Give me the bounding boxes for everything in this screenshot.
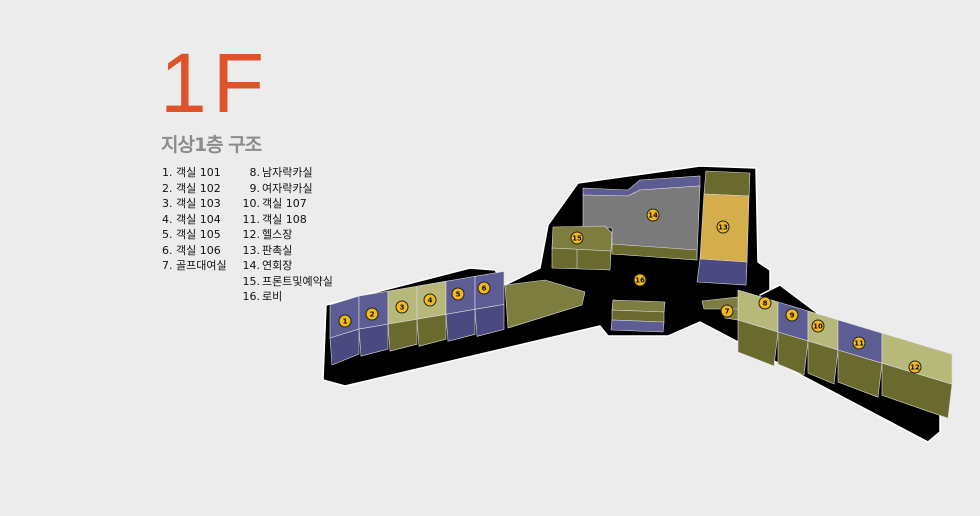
marker-circle bbox=[785, 308, 799, 322]
room-6-front bbox=[474, 304, 505, 337]
marker-circle bbox=[477, 281, 491, 295]
room-marker-10[interactable]: 10 bbox=[811, 319, 825, 333]
room-10-front bbox=[807, 340, 839, 385]
legend-item: 5. 객실 105 bbox=[162, 228, 221, 241]
marker-number: 3 bbox=[400, 304, 405, 312]
marker-number: 11 bbox=[854, 340, 864, 348]
room-marker-16[interactable]: 16 bbox=[633, 273, 647, 287]
room-marker-7[interactable]: 7 bbox=[720, 304, 734, 318]
marker-number: 4 bbox=[428, 297, 433, 305]
room-4-front bbox=[416, 313, 447, 347]
marker-number: 5 bbox=[456, 291, 461, 299]
room-marker-9[interactable]: 9 bbox=[785, 308, 799, 322]
legend-item: 2. 객실 102 bbox=[162, 181, 221, 195]
marker-number: 14 bbox=[648, 212, 658, 220]
room-marker-3[interactable]: 3 bbox=[395, 300, 409, 314]
legend-item: 4. 객실 104 bbox=[162, 212, 221, 226]
legend-item: 1. 객실 101 bbox=[162, 166, 221, 179]
room-14-front bbox=[611, 243, 698, 261]
marker-circle bbox=[395, 300, 409, 314]
marker-number: 1 bbox=[343, 318, 348, 326]
room-marker-8[interactable]: 8 bbox=[758, 296, 772, 310]
legend-column-1: 1. 객실 101 2. 객실 102 3. 객실 103 4. 객실 104 … bbox=[162, 165, 227, 274]
marker-circle bbox=[338, 314, 352, 328]
marker-number: 7 bbox=[725, 308, 730, 316]
room-marker-15[interactable]: 15 bbox=[570, 231, 584, 245]
room-marker-4[interactable]: 4 bbox=[423, 293, 437, 307]
marker-circle bbox=[811, 319, 825, 333]
marker-circle bbox=[720, 304, 734, 318]
room-marker-6[interactable]: 6 bbox=[477, 281, 491, 295]
floor-title: 1F bbox=[160, 36, 271, 130]
legend-item: 7. 골프대여실 bbox=[162, 259, 227, 272]
marker-number: 13 bbox=[718, 224, 728, 232]
room-marker-14[interactable]: 14 bbox=[646, 208, 660, 222]
lobby-desk-base bbox=[610, 319, 665, 333]
marker-number: 15 bbox=[572, 235, 582, 243]
room-9-front bbox=[777, 331, 809, 376]
room-13-front bbox=[696, 258, 748, 286]
legend-item: 3. 객실 103 bbox=[162, 197, 221, 210]
legend-item: 6. 객실 106 bbox=[162, 243, 221, 257]
room-marker-1[interactable]: 1 bbox=[338, 314, 352, 328]
marker-circle bbox=[852, 336, 866, 350]
marker-circle bbox=[365, 307, 379, 321]
room-3-front bbox=[387, 318, 418, 352]
room-1-front bbox=[329, 328, 360, 366]
marker-number: 9 bbox=[790, 312, 795, 320]
marker-number: 16 bbox=[635, 277, 645, 285]
marker-number: 2 bbox=[370, 311, 375, 319]
legend-item: 10.객실 107 bbox=[242, 197, 307, 210]
room-2-front bbox=[358, 323, 389, 357]
marker-number: 6 bbox=[482, 285, 487, 293]
marker-circle bbox=[451, 287, 465, 301]
marker-circle bbox=[570, 231, 584, 245]
room-5-front bbox=[445, 308, 476, 342]
room-15-front bbox=[551, 247, 612, 271]
marker-circle bbox=[633, 273, 647, 287]
marker-circle bbox=[646, 208, 660, 222]
room-marker-13[interactable]: 13 bbox=[716, 220, 730, 234]
legend-item: 15.프론트및예약실 bbox=[242, 274, 333, 288]
legend-item: 12.헬스장 bbox=[242, 228, 293, 241]
room-11-front bbox=[837, 349, 883, 398]
room-8-front bbox=[737, 319, 779, 367]
floor-subtitle: 지상1층 구조 bbox=[161, 134, 262, 156]
marker-circle bbox=[423, 293, 437, 307]
legend-item: 13.판촉실 bbox=[242, 243, 293, 257]
room-marker-5[interactable]: 5 bbox=[451, 287, 465, 301]
corridor-left bbox=[504, 279, 586, 329]
legend-column-2: 8.남자락카실 9.여자락카실 10.객실 107 11.객실 108 12.헬… bbox=[241, 165, 333, 305]
marker-circle bbox=[758, 296, 772, 310]
marker-number: 8 bbox=[763, 300, 768, 308]
marker-number: 10 bbox=[813, 323, 823, 331]
marker-circle bbox=[908, 360, 922, 374]
legend-item: 16.로비 bbox=[242, 290, 283, 303]
room-marker-11[interactable]: 11 bbox=[852, 336, 866, 350]
legend-item: 9.여자락카실 bbox=[249, 181, 313, 195]
room-12-front bbox=[881, 362, 953, 419]
room-marker-2[interactable]: 2 bbox=[365, 307, 379, 321]
marker-circle bbox=[716, 220, 730, 234]
legend-item: 8.남자락카실 bbox=[249, 166, 313, 179]
room-13-top bbox=[703, 170, 751, 197]
marker-number: 12 bbox=[910, 364, 920, 372]
legend-item: 14.연회장 bbox=[242, 259, 293, 272]
legend-item: 11.객실 108 bbox=[242, 212, 307, 226]
room-marker-12[interactable]: 12 bbox=[908, 360, 922, 374]
